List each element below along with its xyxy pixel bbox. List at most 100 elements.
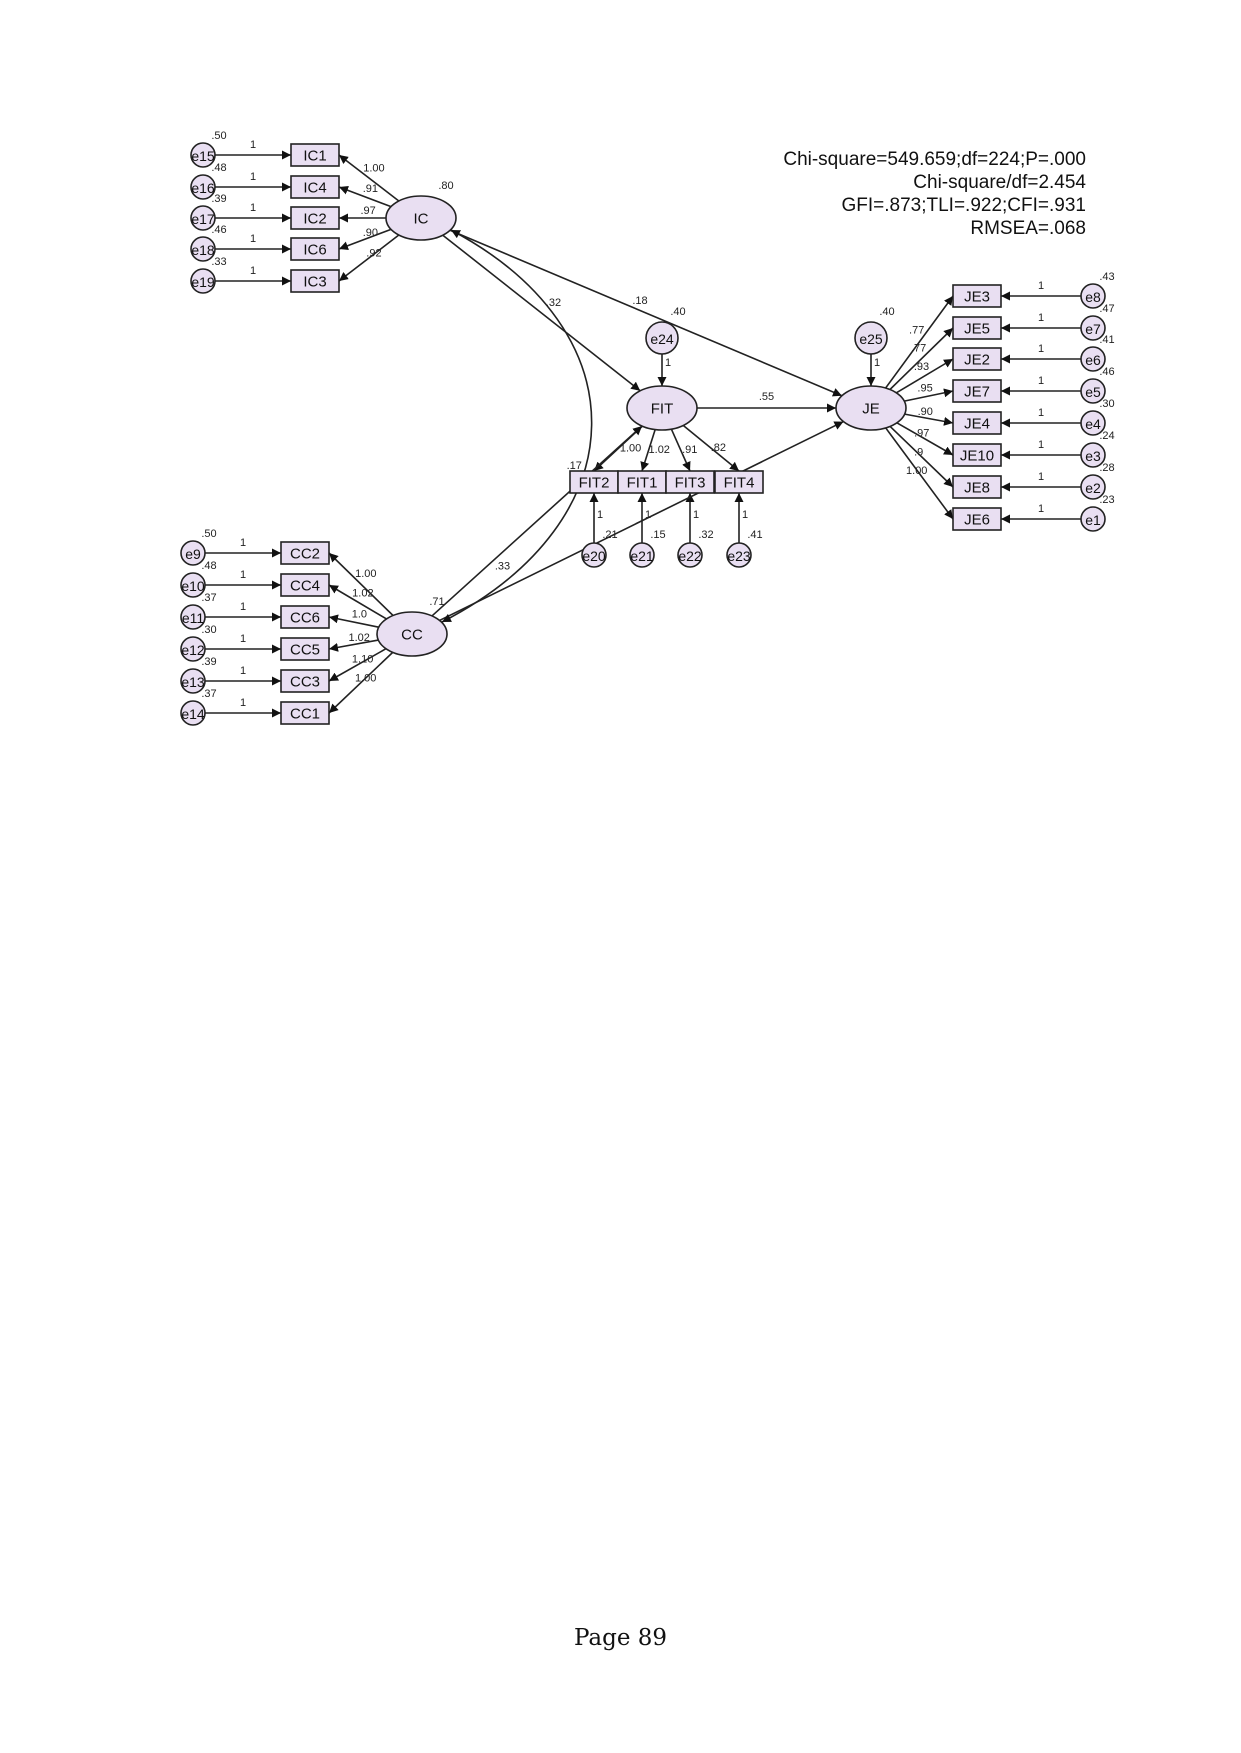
loading-value-je2: .93 xyxy=(914,361,929,373)
error-label-e6: e6 xyxy=(1085,352,1101,368)
loading-value-fit3: .91 xyxy=(682,444,697,456)
indicator-label-fit3: FIT3 xyxy=(675,475,706,492)
indicator-ic2 xyxy=(290,206,340,230)
error-variance-e15: .50 xyxy=(211,130,226,142)
fit-stat-indices: GFI=.873;TLI=.922;CFI=.931 xyxy=(841,195,1086,216)
path-coefficient-cc-fit: .17 xyxy=(567,460,582,472)
disturbance-label-e25: e25 xyxy=(859,331,883,347)
error-path-weight-e4: 1 xyxy=(1038,407,1044,419)
indicator-label-je6: JE6 xyxy=(964,512,990,529)
latent-ic xyxy=(385,195,457,241)
error-variance-e13: .39 xyxy=(201,656,216,668)
error-label-e21: e21 xyxy=(630,548,654,564)
covariance-ic-cc xyxy=(441,229,593,623)
error-e2 xyxy=(1080,474,1106,500)
error-label-e23: e23 xyxy=(727,548,751,564)
error-variance-e21: .15 xyxy=(650,529,665,541)
error-path-weight-e13: 1 xyxy=(240,665,246,677)
indicator-je10 xyxy=(952,443,1002,467)
error-e23 xyxy=(726,542,752,568)
loading-path-ic6 xyxy=(338,228,392,251)
loading-path-fit3 xyxy=(670,428,691,472)
indicator-label-ic3: IC3 xyxy=(303,274,326,291)
loading-path-cc2 xyxy=(328,552,394,617)
indicator-cc4 xyxy=(280,573,330,597)
loading-value-cc4: 1.02 xyxy=(352,587,373,599)
loading-path-cc4 xyxy=(328,584,387,620)
loading-value-fit1: 1.02 xyxy=(649,444,670,456)
indicator-label-je8: JE8 xyxy=(964,480,990,497)
indicator-label-cc3: CC3 xyxy=(290,674,320,691)
indicator-je7 xyxy=(952,379,1002,403)
error-e17 xyxy=(190,205,216,231)
loading-value-ic6: .90 xyxy=(363,227,378,239)
error-e21 xyxy=(629,542,655,568)
error-path-weight-e11: 1 xyxy=(240,601,246,613)
indicator-fit4 xyxy=(714,470,764,494)
loading-value-je4: .90 xyxy=(918,406,933,418)
indicator-label-cc6: CC6 xyxy=(290,610,320,627)
loading-path-je7 xyxy=(904,388,954,402)
error-label-e15: e15 xyxy=(191,148,215,164)
path-coefficient-ic-fit: .32 xyxy=(546,297,561,309)
error-path-weight-e9: 1 xyxy=(240,537,246,549)
error-e4 xyxy=(1080,410,1106,436)
latent-variance-ic: .80 xyxy=(438,180,453,192)
error-label-e11: e11 xyxy=(182,610,205,626)
error-variance-e1: .23 xyxy=(1099,494,1114,506)
indicator-label-fit4: FIT4 xyxy=(724,475,755,492)
error-label-e13: e13 xyxy=(181,674,205,690)
error-label-e3: e3 xyxy=(1085,448,1101,464)
indicator-label-fit1: FIT1 xyxy=(627,475,658,492)
indicator-label-ic4: IC4 xyxy=(303,180,326,197)
indicator-label-cc4: CC4 xyxy=(290,578,320,595)
error-path-weight-e18: 1 xyxy=(250,233,256,245)
error-e15 xyxy=(190,142,216,168)
error-variance-e22: .32 xyxy=(698,529,713,541)
indicator-je2 xyxy=(952,347,1002,371)
error-variance-e5: .46 xyxy=(1099,366,1114,378)
error-label-e9: e9 xyxy=(185,546,201,562)
indicator-ic3 xyxy=(290,269,340,293)
error-variance-e14: .37 xyxy=(201,688,216,700)
latent-je xyxy=(835,385,907,431)
error-label-e2: e2 xyxy=(1085,480,1101,496)
indicator-label-je10: JE10 xyxy=(960,448,994,465)
error-path-weight-e6: 1 xyxy=(1038,343,1044,355)
loading-path-ic4 xyxy=(338,185,392,208)
error-label-e8: e8 xyxy=(1085,289,1101,305)
error-variance-e23: .41 xyxy=(747,529,762,541)
error-e12 xyxy=(180,636,206,662)
loading-path-cc3 xyxy=(328,648,387,682)
indicator-label-je3: JE3 xyxy=(964,289,990,306)
disturbance-path-weight-e24: 1 xyxy=(665,357,671,369)
error-label-e16: e16 xyxy=(191,180,215,196)
error-path-weight-e14: 1 xyxy=(240,697,246,709)
loading-value-cc5: 1.02 xyxy=(349,632,370,644)
error-label-e7: e7 xyxy=(1085,321,1101,337)
loading-value-cc2: 1.00 xyxy=(355,568,376,580)
path-coefficient-fit-je: .55 xyxy=(759,391,774,403)
error-variance-e19: .33 xyxy=(211,256,226,268)
loading-value-cc1: 1.00 xyxy=(355,673,376,685)
error-path-weight-e20: 1 xyxy=(597,509,603,521)
structural-path-ic-fit xyxy=(442,234,641,392)
loading-value-ic2: .97 xyxy=(361,205,376,217)
loading-value-ic4: .91 xyxy=(363,183,378,195)
latent-variance-cc: .71 xyxy=(429,596,444,608)
error-label-e10: e10 xyxy=(181,578,205,594)
error-path-weight-e10: 1 xyxy=(240,569,246,581)
loading-value-je3: .77 xyxy=(909,324,924,336)
loading-path-fit4 xyxy=(682,424,740,472)
indicator-cc3 xyxy=(280,669,330,693)
error-path-weight-e19: 1 xyxy=(250,265,256,277)
error-path-weight-e3: 1 xyxy=(1038,439,1044,451)
error-variance-e17: .39 xyxy=(211,193,226,205)
latent-label-cc: CC xyxy=(401,627,423,644)
error-path-weight-e2: 1 xyxy=(1038,471,1044,483)
disturbance-variance-e25: .40 xyxy=(879,306,894,318)
indicator-label-cc2: CC2 xyxy=(290,546,320,563)
structural-path-ic-je xyxy=(449,229,843,397)
